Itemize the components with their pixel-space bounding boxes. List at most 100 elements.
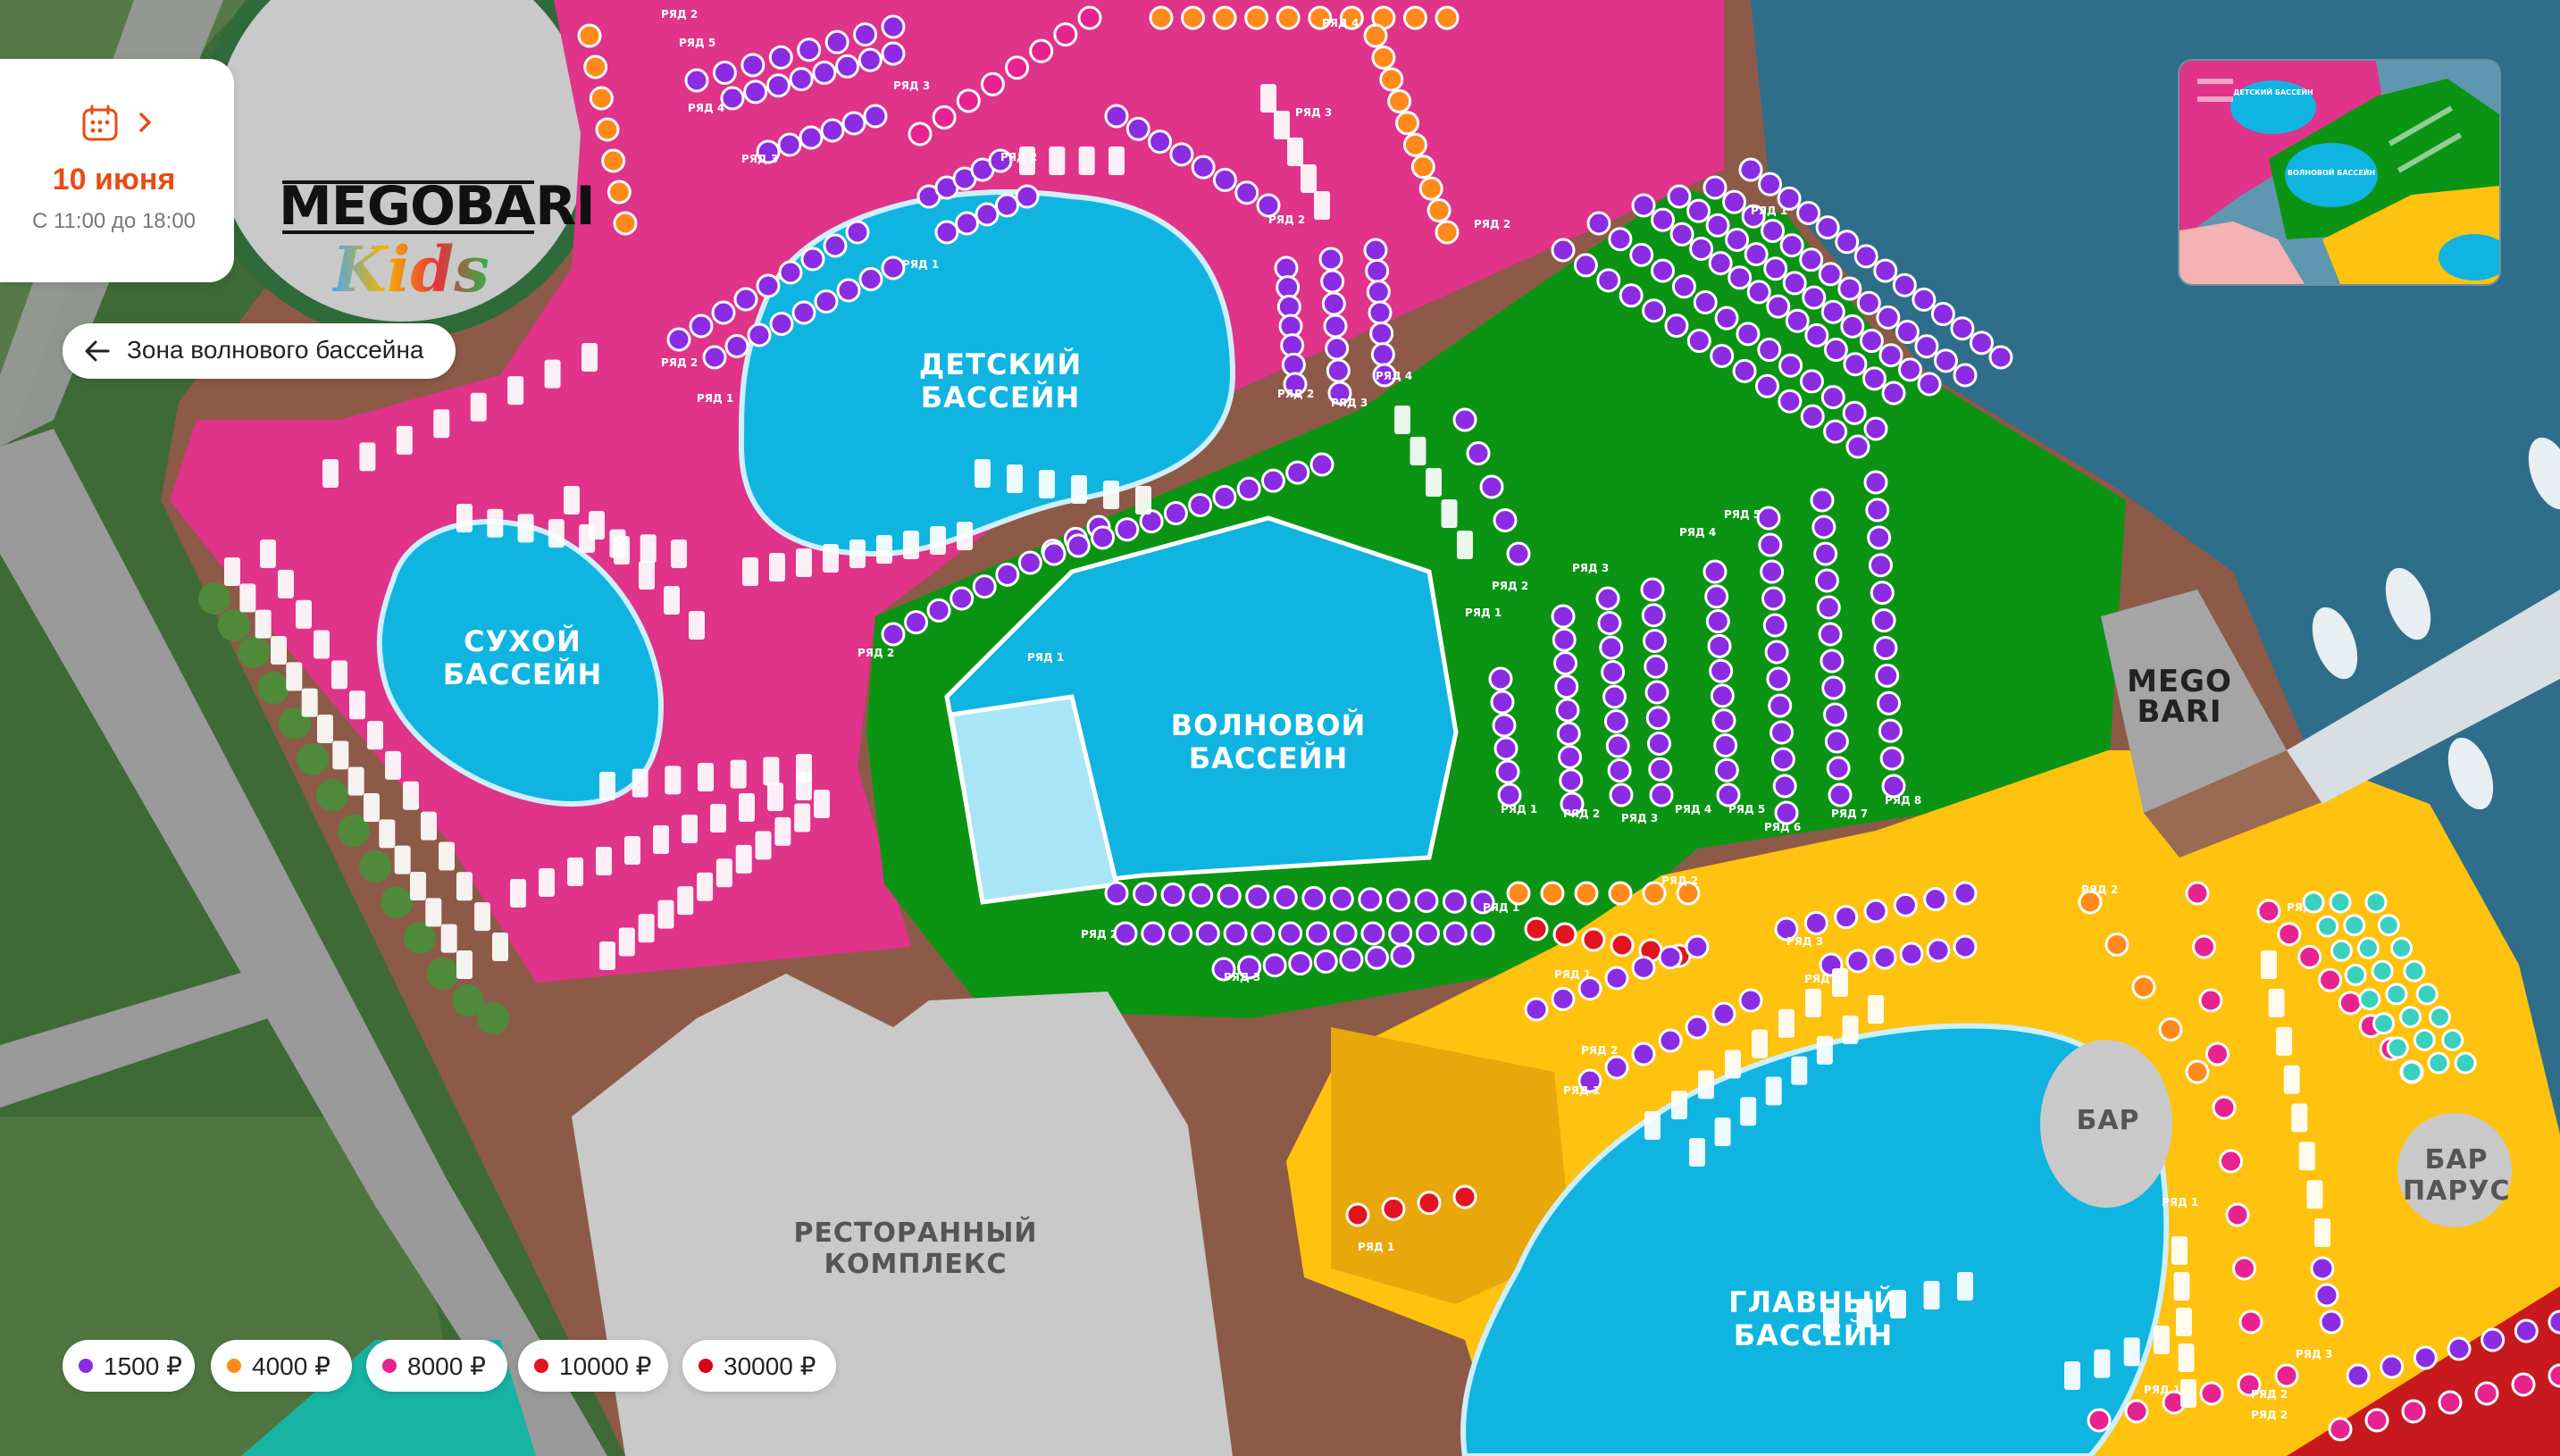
seat[interactable] [1645,706,1670,731]
seat[interactable] [1895,320,1920,345]
seat[interactable] [1818,622,1843,647]
seat[interactable] [1163,501,1188,526]
seat[interactable] [1828,782,1853,807]
seat[interactable] [2427,1051,2450,1075]
seat[interactable] [1104,104,1129,129]
seat[interactable] [1953,934,1978,959]
seat[interactable] [1800,404,1825,429]
seat-row[interactable] [1577,988,1763,1093]
sunbed[interactable] [379,819,396,849]
seat[interactable] [1237,955,1262,980]
seat[interactable] [934,220,959,245]
sunbed[interactable] [507,376,524,406]
sunbed-row[interactable] [599,754,812,800]
sunbed[interactable] [730,759,747,789]
seat[interactable] [1641,603,1666,628]
seat[interactable] [1188,492,1213,517]
seat[interactable] [2225,1202,2250,1227]
seat[interactable] [1863,899,1888,924]
seat[interactable] [1379,67,1404,92]
sunbed[interactable] [1019,146,1035,175]
seat[interactable] [1223,921,1248,946]
seat[interactable] [1599,635,1624,660]
seat-row[interactable] [1702,175,1978,388]
seat-row[interactable] [2310,1256,2344,1335]
seat[interactable] [1415,921,1440,946]
seat[interactable] [1778,353,1803,378]
seat[interactable] [589,86,614,111]
sunbed-row[interactable] [599,790,830,970]
seat[interactable] [577,23,602,48]
seat[interactable] [1899,941,1924,966]
sunbed[interactable] [796,548,812,577]
seat[interactable] [2400,1060,2423,1084]
seat[interactable] [1470,921,1495,946]
seat[interactable] [1834,905,1859,930]
seat[interactable] [881,622,906,647]
sunbed[interactable] [421,811,437,841]
seat[interactable] [1837,276,1862,301]
seat[interactable] [1577,1068,1602,1093]
seat[interactable] [1604,1055,1629,1080]
sunbed[interactable] [581,343,598,372]
seat[interactable] [1702,175,1728,200]
sunbed-row[interactable] [322,343,598,488]
chevron-right-icon[interactable] [134,109,157,136]
seat[interactable] [2199,1381,2224,1406]
sunbed[interactable] [544,359,561,389]
sunbed[interactable] [1049,146,1066,175]
seat[interactable] [1667,184,1692,209]
seat[interactable] [995,562,1020,587]
seat-row[interactable] [666,220,870,352]
seat[interactable] [1818,262,1843,287]
sunbed[interactable] [849,540,866,568]
seat[interactable] [1490,690,1515,715]
seat[interactable] [1141,921,1166,946]
seat[interactable] [2277,922,2302,947]
seat-row[interactable] [1863,470,1906,799]
seat[interactable] [1969,331,1994,356]
seat[interactable] [2205,1042,2230,1067]
seat-row[interactable] [1738,157,2013,370]
minimap[interactable]: ДЕТСКИЙ БАССЕЙН ВОЛНОВОЙ БАССЕЙН [2178,59,2501,286]
seat[interactable] [1814,568,1839,593]
seat[interactable] [1671,274,1696,299]
seat-row[interactable] [756,104,888,164]
seat[interactable] [1714,757,1739,782]
sunbed[interactable] [1778,1008,1795,1038]
seat[interactable] [1603,709,1628,733]
sunbed[interactable] [314,630,330,659]
seat[interactable] [824,29,849,54]
seat[interactable] [1345,1202,1370,1227]
legend-4000[interactable]: 4000 ₽ [211,1340,352,1392]
seat[interactable] [1195,921,1220,946]
seat[interactable] [1644,654,1669,679]
seat[interactable] [1556,721,1581,746]
sunbed[interactable] [742,557,758,586]
seat[interactable] [845,220,870,245]
seat[interactable] [1629,242,1654,267]
seat[interactable] [2364,891,2388,914]
seat[interactable] [1551,238,1576,263]
sunbed[interactable] [548,519,565,548]
seat[interactable] [1368,300,1393,325]
sunbed[interactable] [367,721,383,750]
seat-row[interactable] [1631,193,1906,406]
sunbed-row[interactable] [1689,995,1884,1167]
seat[interactable] [1608,881,1633,906]
seat[interactable] [1804,322,1829,347]
seat[interactable] [1191,155,1216,180]
sunbed[interactable] [682,815,698,843]
seat[interactable] [1466,441,1491,465]
seat-row[interactable] [2302,891,2423,1084]
seat-row[interactable] [916,148,1013,209]
seat-row[interactable] [1363,23,1460,245]
seat[interactable] [1596,268,1621,293]
seat[interactable] [1488,666,1513,691]
sunbed[interactable] [665,766,682,795]
seat-row[interactable] [684,14,906,93]
seat[interactable] [1658,1028,1683,1053]
sunbed[interactable] [474,902,490,932]
seat-row[interactable] [1524,934,1710,1022]
date-card[interactable]: 10 июня С 11:00 до 18:00 [0,59,234,282]
